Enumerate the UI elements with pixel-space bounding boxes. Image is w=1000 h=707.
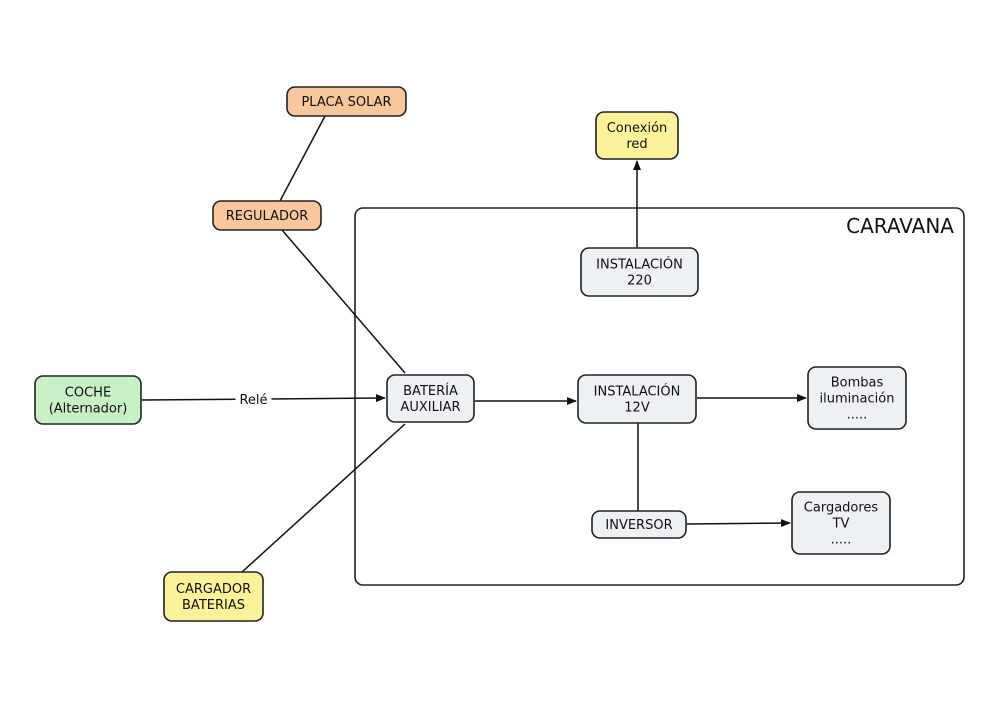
node-instalacion-12v-label-2: 12V — [624, 401, 650, 416]
node-coche: COCHE(Alternador) — [34, 375, 142, 425]
edges-layer: Relé — [141, 115, 807, 573]
node-conexion-red-label-2: red — [626, 137, 647, 152]
node-bateria-auxiliar-box — [386, 374, 475, 423]
edge-regulador-bateria — [281, 229, 406, 374]
node-regulador-box — [212, 200, 322, 231]
node-cargadores-tv-label-1: Cargadores — [804, 501, 879, 516]
node-bombas-label-2: iluminación — [820, 392, 895, 407]
node-cargador-baterias-box — [163, 571, 264, 622]
node-bombas-label-3: ..... — [847, 408, 868, 423]
node-placa-solar: PLACA SOLAR — [286, 86, 407, 117]
node-instalacion-220-label-2: 220 — [627, 274, 652, 289]
node-regulador-label-1: REGULADOR — [226, 209, 309, 224]
node-instalacion-12v-label-1: INSTALACIÓN — [594, 384, 681, 400]
edge-inversor-cargadores — [686, 519, 791, 528]
node-cargadores-tv-label-2: TV — [832, 517, 850, 532]
node-placa-solar-label-1: PLACA SOLAR — [301, 95, 391, 110]
node-instalacion-220-box — [580, 247, 699, 297]
edge-cargador-bateria — [241, 423, 406, 573]
node-bateria-auxiliar-label-2: AUXILIAR — [400, 400, 460, 415]
caravana-container-title: CARAVANA — [846, 214, 954, 238]
node-coche-label-2: (Alternador) — [49, 402, 128, 417]
node-bombas-label-1: Bombas — [831, 376, 884, 391]
edge-coche-bateria-label: Relé — [239, 393, 267, 408]
node-bombas: Bombasiluminación..... — [807, 366, 907, 430]
node-cargadores-tv: CargadoresTV..... — [791, 491, 891, 555]
nodes-layer: PLACA SOLAR REGULADOR ConexiónredINSTALACI… — [34, 86, 907, 622]
caravana-container-box — [354, 207, 965, 586]
node-regulador: REGULADOR — [212, 200, 322, 231]
caravana-container: CARAVANA — [354, 207, 965, 586]
node-conexion-red-box — [595, 111, 679, 160]
node-instalacion-12v-box — [577, 374, 697, 424]
node-cargadores-tv-label-3: ..... — [831, 533, 852, 548]
node-inversor-box — [591, 510, 687, 539]
node-conexion-red-label-1: Conexión — [607, 121, 668, 136]
node-bombas-box — [807, 366, 907, 430]
node-inversor: INVERSOR — [591, 510, 687, 539]
node-cargador-baterias-label-2: BATERIAS — [182, 598, 245, 613]
node-cargador-baterias-label-1: CARGADOR — [176, 582, 251, 597]
node-coche-label-1: COCHE — [65, 386, 111, 401]
node-placa-solar-box — [286, 86, 407, 117]
node-instalacion-220-label-1: INSTALACIÓN — [596, 257, 683, 273]
node-cargadores-tv-box — [791, 491, 891, 555]
node-inversor-label-1: INVERSOR — [605, 518, 672, 533]
node-bateria-auxiliar-label-1: BATERÍA — [403, 383, 458, 399]
edge-coche-bateria-label-bg — [235, 390, 272, 407]
edge-placa-regulador — [279, 115, 326, 202]
node-coche-box — [34, 375, 142, 425]
